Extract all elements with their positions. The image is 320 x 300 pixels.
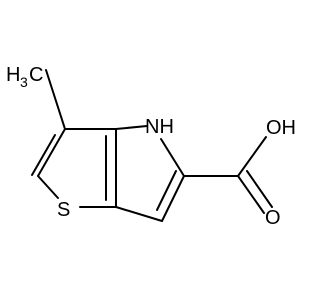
molecule-diagram: H 3 C NH OH O S — [6, 64, 296, 229]
ring-double-bond-c2-c3 — [31, 134, 56, 176]
carbonyl-o-label: O — [265, 207, 281, 229]
structure-drawing: H 3 C NH OH O S — [6, 64, 296, 229]
ring-bond-n-c5 — [160, 138, 185, 177]
ring-bond-c3a-n — [115, 125, 148, 130]
ring-bond-c2-s — [37, 175, 59, 199]
c-o-double-bond-inner — [246, 170, 273, 208]
ring-double-bond-c5-c6 — [156, 170, 177, 211]
sulfur-label: S — [57, 199, 70, 221]
c-o-double-bond-outer — [237, 175, 265, 214]
ring-bond-c3-c2 — [37, 128, 66, 177]
ring-bond-c6-c5 — [161, 175, 185, 222]
methyl-subscript-label: 3 — [20, 74, 28, 90]
oh-label: OH — [266, 117, 296, 139]
ring-bond-c7a-c6 — [115, 206, 163, 222]
c-oh-bond — [237, 136, 267, 177]
methyl-bond — [45, 69, 66, 130]
methyl-c-label: C — [29, 64, 43, 86]
methyl-h-label: H — [6, 64, 20, 86]
nh-label: NH — [145, 116, 174, 138]
